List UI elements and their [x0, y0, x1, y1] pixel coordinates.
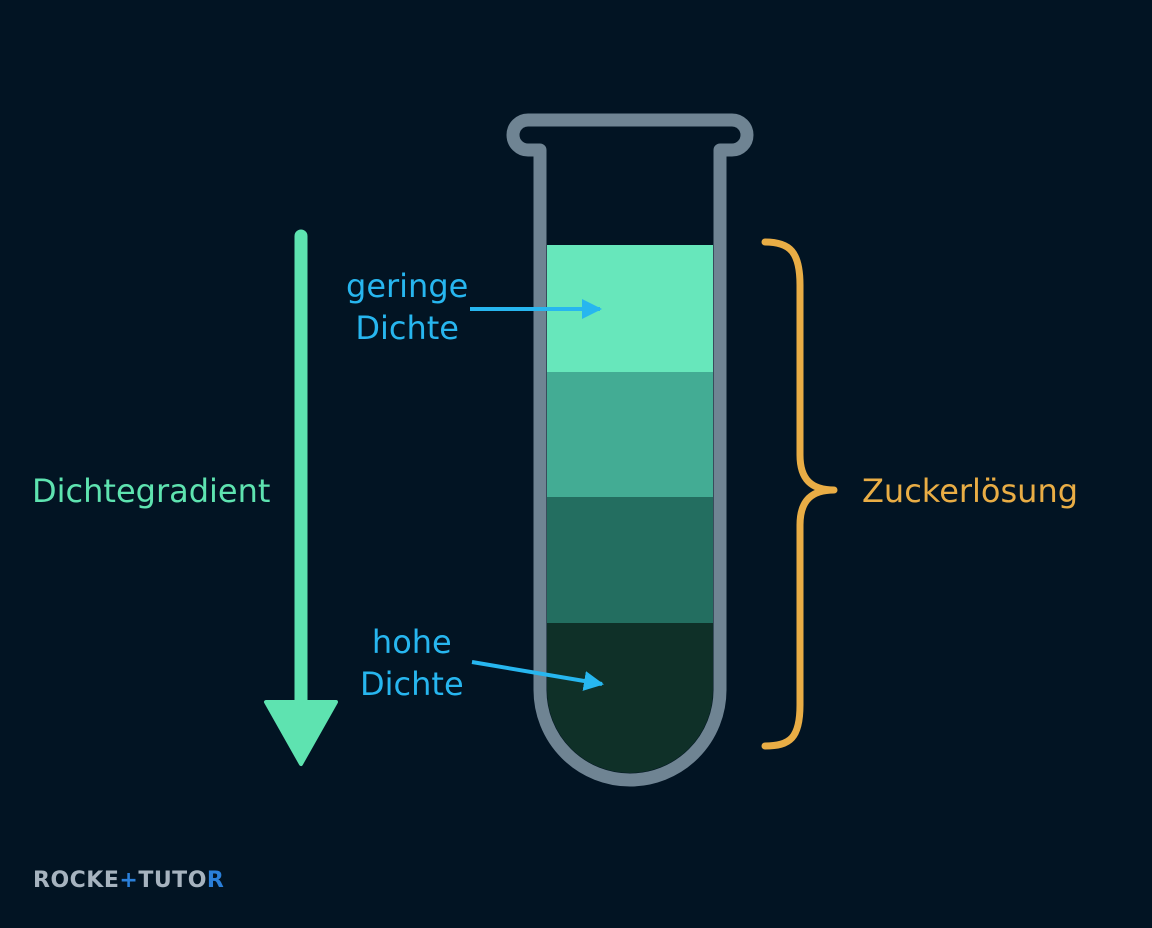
sugar-solution-label: Zuckerlösung: [862, 472, 1079, 510]
liquid-layers: [547, 245, 713, 773]
logo-part2: TUTO: [138, 868, 207, 893]
gradient-label: Dichtegradient: [32, 472, 271, 510]
low-density-line2: Dichte: [355, 309, 459, 347]
logo-part1: ROCKE: [33, 868, 120, 893]
high-density-line1: hohe: [371, 623, 452, 661]
layer-medium-low-density: [547, 372, 713, 497]
pointer-arrow-icon: [471, 660, 604, 691]
high-density-line2: Dichte: [360, 665, 464, 703]
layer-medium-high-density: [547, 497, 713, 623]
logo-mark: +: [119, 868, 139, 893]
curly-brace-icon: [761, 238, 838, 750]
down-arrow-icon: [264, 229, 338, 766]
brand-logo: ROCKE+TUTOR: [33, 868, 224, 893]
high-density-label: hohe Dichte: [360, 621, 464, 705]
low-density-label: geringe Dichte: [346, 265, 468, 349]
layer-high-density: [547, 623, 713, 773]
low-density-line1: geringe: [346, 267, 469, 305]
test-tube-icon: [506, 113, 754, 787]
logo-part3: R: [206, 868, 225, 893]
